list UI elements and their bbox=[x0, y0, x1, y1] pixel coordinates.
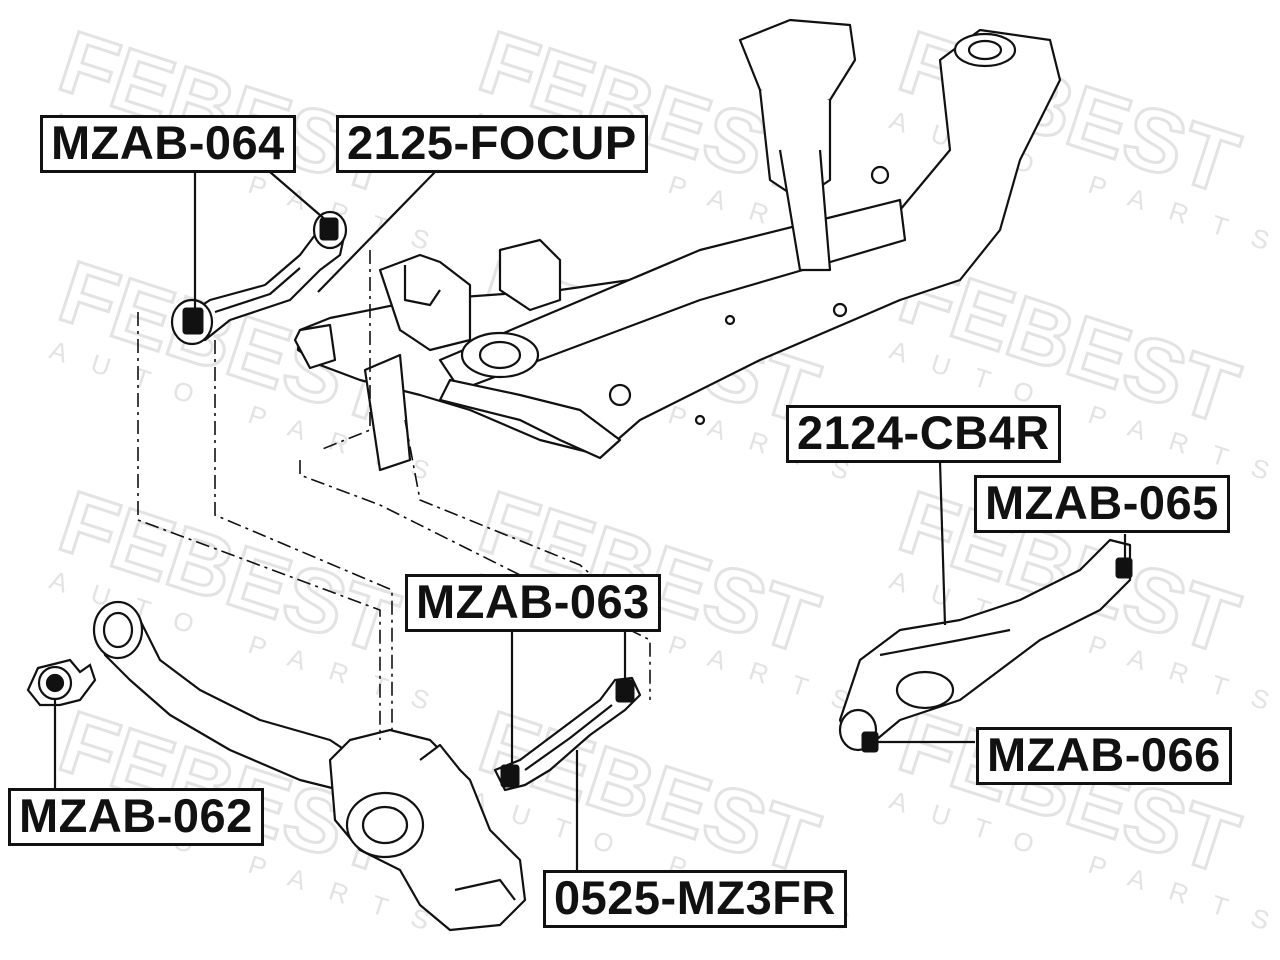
lower-link bbox=[493, 676, 642, 792]
rear-subframe bbox=[293, 18, 1062, 472]
part-label-mzab-062: MZAB-062 bbox=[8, 788, 264, 846]
trailing-arm bbox=[92, 600, 362, 792]
part-label-mzab-065: MZAB-065 bbox=[974, 475, 1230, 533]
leader-2125-focup bbox=[317, 171, 436, 293]
leader-lines bbox=[53, 171, 1127, 872]
part-label-0525-mz3fr: 0525-MZ3FR bbox=[543, 870, 847, 928]
bushing-marker-mzab-066 bbox=[861, 731, 879, 753]
bushing-marker-mzab-065 bbox=[1115, 557, 1133, 579]
lower-control-arm bbox=[838, 538, 1132, 752]
bushing-mzab-062-part bbox=[26, 658, 97, 707]
bushing-markers bbox=[182, 217, 1133, 788]
part-label-mzab-063: MZAB-063 bbox=[405, 574, 661, 632]
bushing-marker-mzab-064-inner bbox=[182, 307, 204, 335]
leader-2124-cb4r bbox=[938, 461, 947, 626]
bushing-marker-mzab-063-outer bbox=[615, 679, 635, 703]
part-label-2125-focup: 2125-FOCUP bbox=[336, 115, 648, 173]
leader-mzab-064-b bbox=[269, 171, 329, 223]
rear-knuckle bbox=[328, 728, 527, 932]
part-label-mzab-066: MZAB-066 bbox=[976, 727, 1232, 785]
bushing-marker-mzab-063-inner bbox=[500, 764, 520, 788]
part-label-2124-cb4r: 2124-CB4R bbox=[786, 405, 1061, 463]
bushing-marker-mzab-064-outer bbox=[319, 217, 339, 241]
part-label-mzab-064: MZAB-064 bbox=[40, 115, 296, 173]
